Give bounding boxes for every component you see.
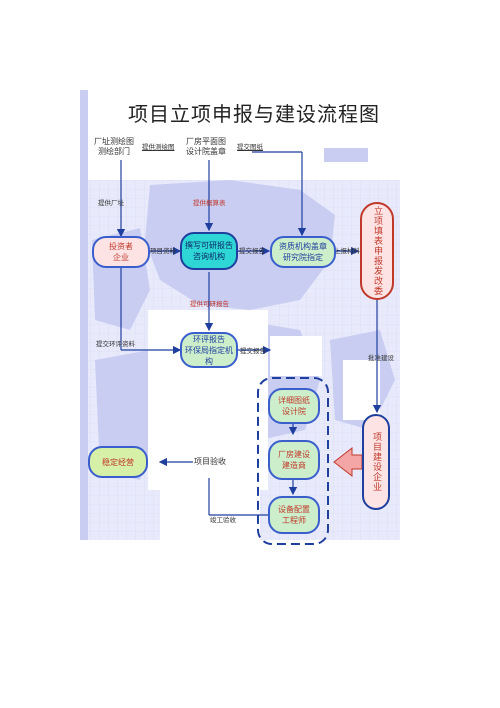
submit-report-label: 提交报告 xyxy=(239,247,265,255)
construction-group-box xyxy=(257,377,329,545)
complete-acceptance-label: 竣工验收 xyxy=(210,516,236,524)
provide-budget-label: 提供概算表 xyxy=(193,199,226,207)
consult-node[interactable]: 撰写可研报告咨询机构 xyxy=(180,232,238,270)
project-enterprise-node[interactable]: 项目建设企业 xyxy=(362,414,390,510)
submit-plan-label: 提交图纸 xyxy=(237,143,263,151)
connector-lines xyxy=(116,151,382,516)
qualified-org-node[interactable]: 资质机构盖章研究院指定 xyxy=(270,236,336,268)
stable-operation-node[interactable]: 稳定经营 xyxy=(88,446,148,478)
approval-node[interactable]: 立项填表申报发改委 xyxy=(360,202,394,300)
project-acceptance-label: 项目验收 xyxy=(194,457,226,466)
env-report-node[interactable]: 环评报告环保局指定机构 xyxy=(180,332,238,368)
construction-node[interactable]: 厂房建设建造商 xyxy=(268,440,320,480)
design-node[interactable]: 详细图纸设计院 xyxy=(268,388,320,424)
plan-design-label: 厂房平面图设计院盖章 xyxy=(186,137,226,156)
provide-survey-label: 提供测绘图 xyxy=(142,143,175,151)
provide-feasibility-label: 提供可研报告 xyxy=(190,300,229,308)
provide-site-label: 提供厂址 xyxy=(98,199,124,207)
report-materials-label: 上报材料 xyxy=(334,247,360,255)
survey-dept-label: 厂址测绘图测绘部门 xyxy=(94,137,134,156)
submit-env-label: 提交环评资料 xyxy=(96,340,135,348)
project-info-label: 项目资料 xyxy=(150,247,176,255)
submit-env-report-label: 提交报告 xyxy=(240,347,266,355)
page-title: 项目立项申报与建设流程图 xyxy=(128,102,380,126)
equipment-node[interactable]: 设备配置工程师 xyxy=(268,496,320,534)
investor-node[interactable]: 投资者企业 xyxy=(92,236,150,268)
approval-build-label: 批准建设 xyxy=(368,354,394,362)
